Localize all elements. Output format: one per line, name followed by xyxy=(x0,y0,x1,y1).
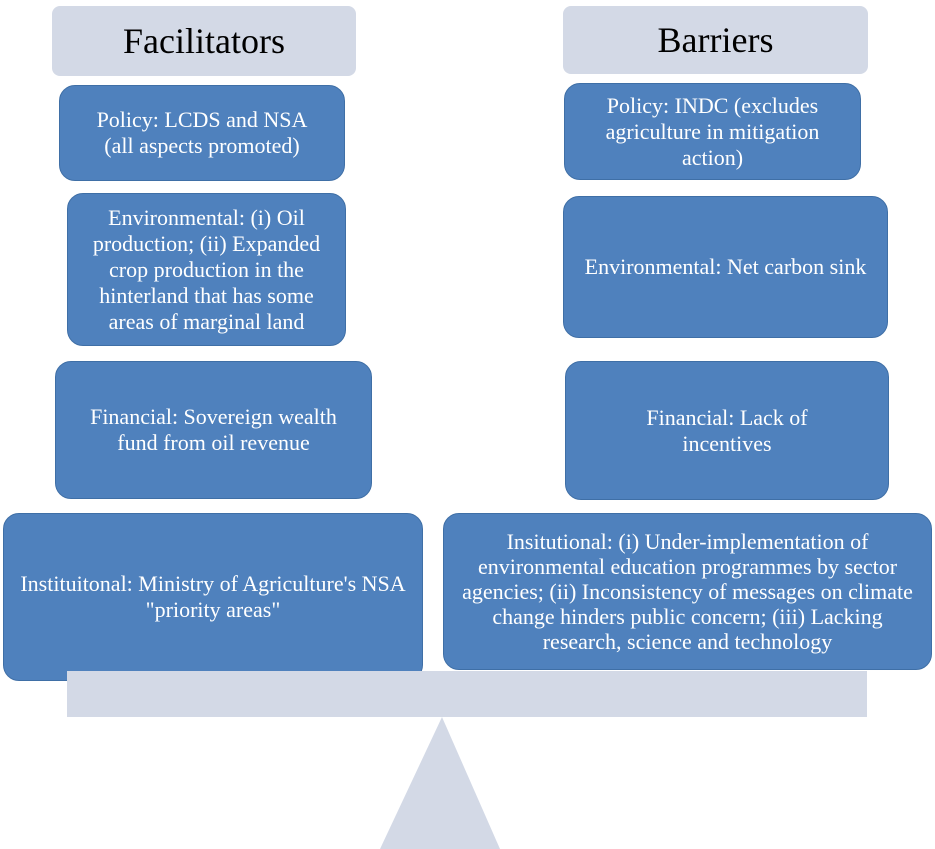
barrier-policy-text: Policy: INDC (excludes agriculture in mi… xyxy=(605,92,820,170)
facilitators-header: Facilitators xyxy=(52,6,356,76)
facilitator-environmental-box: Environmental: (i) Oil production; (ii) … xyxy=(67,193,346,346)
barrier-environmental-box: Environmental: Net carbon sink xyxy=(563,196,888,338)
balance-fulcrum xyxy=(380,717,500,849)
balance-beam xyxy=(67,671,867,717)
facilitators-header-label: Facilitators xyxy=(123,21,285,61)
facilitator-institutional-box: Instituitonal: Ministry of Agriculture's… xyxy=(3,513,423,681)
facilitator-policy-text: Policy: LCDS and NSA (all aspects promot… xyxy=(96,107,308,158)
barrier-institutional-text: Insitutional: (i) Under-implementation o… xyxy=(462,529,913,654)
barrier-policy-box: Policy: INDC (excludes agriculture in mi… xyxy=(564,83,861,180)
barriers-header: Barriers xyxy=(563,6,868,74)
facilitator-environmental-text: Environmental: (i) Oil production; (ii) … xyxy=(92,204,321,334)
facilitator-institutional-text: Instituitonal: Ministry of Agriculture's… xyxy=(20,571,406,622)
barrier-financial-text: Financial: Lack of incentives xyxy=(646,404,808,456)
barriers-header-label: Barriers xyxy=(657,20,774,60)
barrier-environmental-text: Environmental: Net carbon sink xyxy=(584,254,867,279)
barrier-financial-box: Financial: Lack of incentives xyxy=(565,361,889,500)
barrier-institutional-box: Insitutional: (i) Under-implementation o… xyxy=(443,513,932,670)
facilitator-policy-box: Policy: LCDS and NSA (all aspects promot… xyxy=(59,85,345,181)
facilitator-financial-text: Financial: Sovereign wealth fund from oi… xyxy=(90,404,337,455)
facilitator-financial-box: Financial: Sovereign wealth fund from oi… xyxy=(55,361,372,499)
